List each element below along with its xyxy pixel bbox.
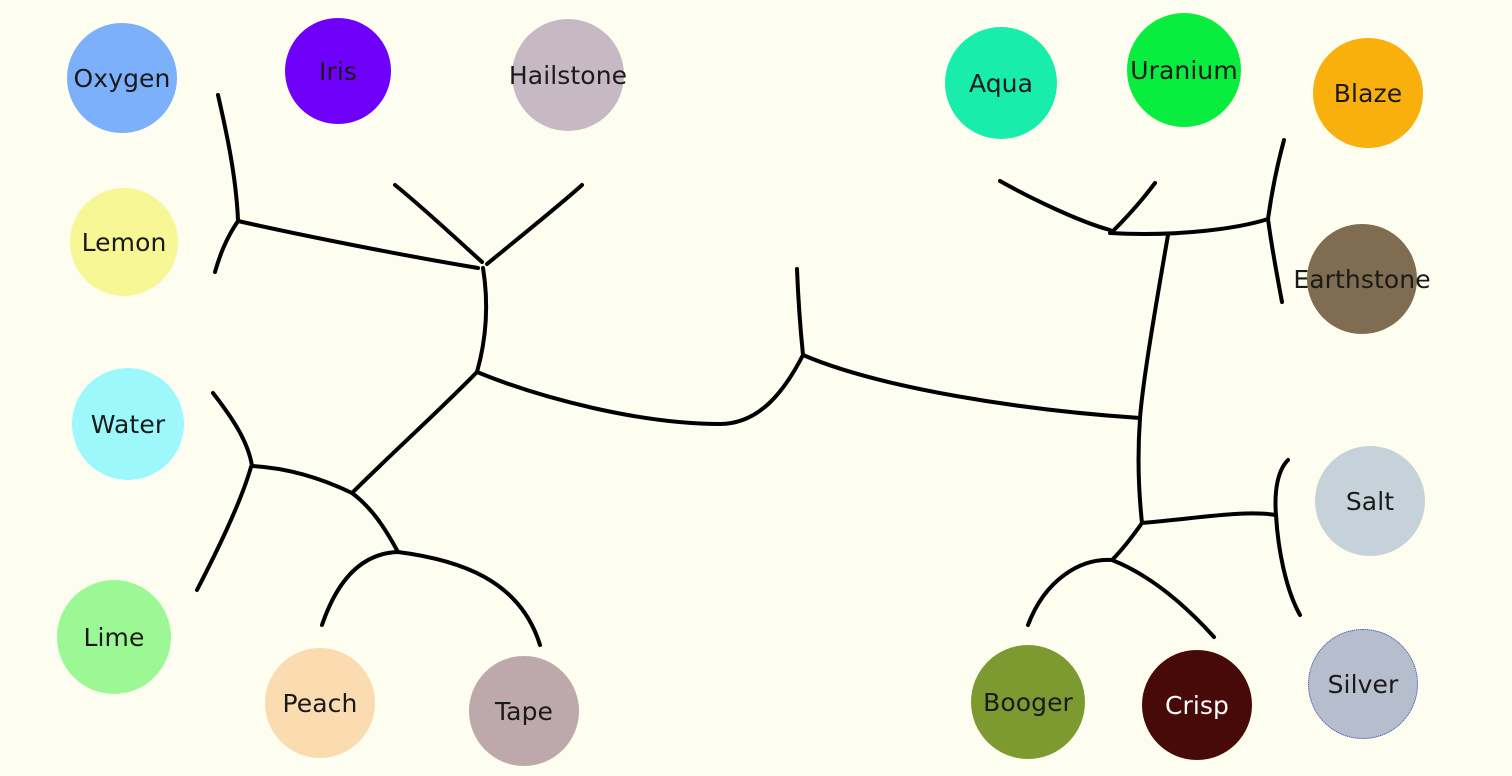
node-tape[interactable]: Tape [469,656,579,766]
node-iris[interactable]: Iris [285,18,391,124]
tree-edge [998,179,1112,232]
node-label: Crisp [1164,690,1230,720]
tree-edge [393,183,484,264]
node-oxygen[interactable]: Oxygen [67,23,177,133]
node-hailstone[interactable]: Hailstone [508,19,628,131]
node-label: Hailstone [508,60,628,90]
tree-edge [1110,521,1144,562]
tree-edge [1273,458,1290,517]
node-salt[interactable]: Salt [1315,446,1425,556]
node-earthstone[interactable]: Earthstone [1293,224,1431,334]
tree-edge [250,464,354,495]
tree-edge [195,465,253,592]
tree-edge [213,219,240,274]
tree-edge [1140,511,1278,525]
tree-edge [1111,181,1157,233]
node-label: Tape [494,696,554,726]
tree-edge [1266,138,1286,221]
node-label: Booger [983,687,1073,717]
node-label: Lemon [81,227,167,257]
tree-edge [801,353,1142,420]
tree-edge [475,266,489,374]
tree-edge [1136,233,1170,525]
node-label: Salt [1345,486,1395,516]
tree-edge [1274,513,1302,617]
tree-edge [320,550,400,627]
node-label: Aqua [968,68,1034,98]
node-crisp[interactable]: Crisp [1142,650,1252,760]
tree-edge [1266,217,1284,304]
node-water[interactable]: Water [72,368,184,480]
tree-edge [211,391,254,468]
node-label: Silver [1327,669,1399,699]
node-lemon[interactable]: Lemon [70,188,178,296]
tree-edge [350,491,400,554]
edges-group [195,93,1302,647]
node-aqua[interactable]: Aqua [945,27,1057,139]
node-label: Water [90,409,166,439]
node-booger[interactable]: Booger [971,645,1085,759]
node-label: Peach [282,688,358,718]
node-label: Earthstone [1293,264,1431,294]
tree-edge [350,370,479,495]
node-label: Oxygen [73,63,171,93]
node-peach[interactable]: Peach [265,648,375,758]
tree-edge [1108,217,1270,236]
tree-edge [1110,558,1216,639]
node-label: Uranium [1130,55,1238,85]
tree-edge [216,93,240,222]
node-lime[interactable]: Lime [57,580,171,694]
tree-edge [485,183,584,266]
tree-edge [236,219,480,270]
node-silver[interactable]: Silver [1308,629,1418,739]
tree-edge [1026,557,1114,627]
node-uranium[interactable]: Uranium [1127,13,1241,127]
tree-edge [795,267,805,357]
node-label: Lime [83,622,145,652]
tree-edge [396,550,542,647]
tree-edge [475,353,805,426]
node-label: Blaze [1333,78,1403,108]
node-label: Iris [318,56,358,86]
node-blaze[interactable]: Blaze [1313,38,1423,148]
